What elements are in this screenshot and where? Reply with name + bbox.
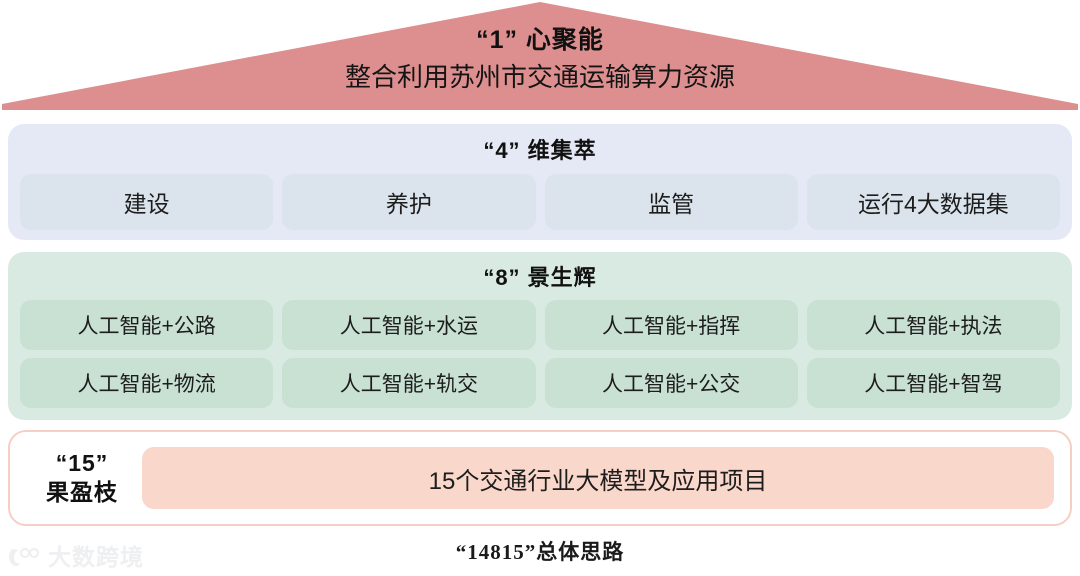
layer-eight-chip[interactable]: 人工智能+公交 (544, 358, 798, 408)
layer-four-chip[interactable]: 养护 (282, 174, 536, 230)
layer-fifteen-label: “15” 果盈枝 (22, 449, 142, 507)
layer-four-chip-row: 建设 养护 监管 运行4大数据集 (20, 174, 1060, 230)
layer-four-chip[interactable]: 运行4大数据集 (806, 174, 1060, 230)
layer-eight-chip[interactable]: 人工智能+水运 (282, 300, 536, 350)
layer-four-chip[interactable]: 建设 (20, 174, 274, 230)
layer-eight-chip[interactable]: 人工智能+物流 (20, 358, 274, 408)
layer-four-panel: “4” 维集萃 建设 养护 监管 运行4大数据集 (8, 124, 1072, 240)
layer-fifteen-card: “15” 果盈枝 15个交通行业大模型及应用项目 (8, 430, 1072, 526)
layer-four-chip[interactable]: 监管 (544, 174, 798, 230)
roof-triangle-icon (2, 2, 1078, 110)
layer-eight-chip[interactable]: 人工智能+智驾 (806, 358, 1060, 408)
layer-four-title: “4” 维集萃 (483, 138, 597, 163)
layer-eight-title: “8” 景生辉 (483, 265, 597, 290)
layer-eight-chip-row-two: 人工智能+物流 人工智能+轨交 人工智能+公交 人工智能+智驾 (20, 358, 1060, 408)
roof-title: “1” 心聚能 (476, 26, 604, 54)
footer-caption: “14815”总体思路 (455, 540, 625, 564)
layer-eight-chip[interactable]: 人工智能+指挥 (544, 300, 798, 350)
layer-one-roof: “1” 心聚能 整合利用苏州市交通运输算力资源 (0, 0, 1080, 112)
roof-text-block: “1” 心聚能 整合利用苏州市交通运输算力资源 (0, 24, 1080, 95)
layer-fifteen-bar[interactable]: 15个交通行业大模型及应用项目 (142, 447, 1054, 509)
layer-fifteen-label-number: “15” (55, 450, 109, 477)
layer-fifteen-label-text: 果盈枝 (46, 479, 118, 505)
footer-area: “14815”总体思路 (0, 526, 1080, 576)
layer-eight-chip[interactable]: 人工智能+公路 (20, 300, 274, 350)
roof-subtitle: 整合利用苏州市交通运输算力资源 (344, 61, 735, 92)
layer-eight-chip[interactable]: 人工智能+轨交 (282, 358, 536, 408)
layer-eight-panel: “8” 景生辉 人工智能+公路 人工智能+水运 人工智能+指挥 人工智能+执法 … (8, 252, 1072, 420)
layer-eight-chip[interactable]: 人工智能+执法 (806, 300, 1060, 350)
layer-eight-chip-row-one: 人工智能+公路 人工智能+水运 人工智能+指挥 人工智能+执法 (20, 300, 1060, 350)
